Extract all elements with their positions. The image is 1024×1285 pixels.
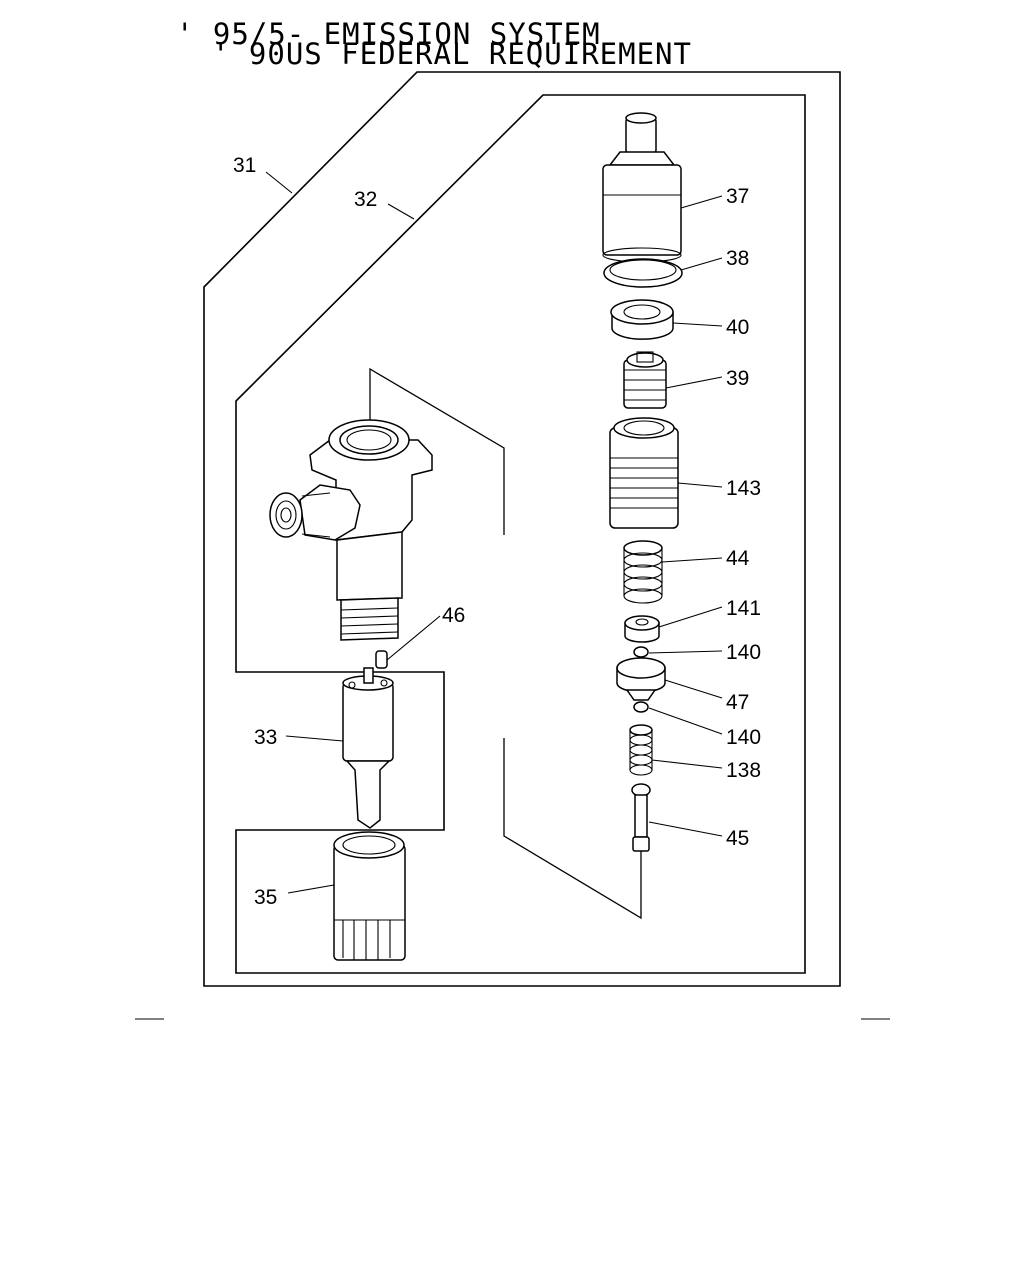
part-140-upper-ball bbox=[633, 646, 649, 658]
callout-39: 39 bbox=[726, 367, 749, 390]
callout-31: 31 bbox=[233, 154, 256, 177]
part-40-ring bbox=[610, 299, 674, 340]
callout-46: 46 bbox=[442, 604, 465, 627]
nozzle-holder-body bbox=[269, 419, 433, 641]
part-46-pin bbox=[375, 650, 388, 669]
part-45-push-rod bbox=[631, 783, 651, 852]
callout-44: 44 bbox=[726, 547, 750, 570]
callout-33: 33 bbox=[254, 726, 277, 749]
title-line-1: ' 95/5- EMISSION SYSTEM bbox=[176, 17, 601, 51]
callout-35: 35 bbox=[254, 886, 277, 909]
assembly-path-line-lower bbox=[503, 738, 642, 920]
callout-47: 47 bbox=[726, 691, 749, 714]
callout-32: 32 bbox=[354, 188, 377, 211]
part-140-lower-ball bbox=[633, 701, 649, 713]
part-37-cap-nut bbox=[602, 112, 682, 263]
callout-38: 38 bbox=[726, 247, 749, 270]
title-line-2: ' 90US FEDERAL REQUIREMENT bbox=[212, 37, 692, 71]
part-143-spring-retainer bbox=[609, 417, 679, 529]
callout-40: 40 bbox=[726, 316, 749, 339]
assembly-31-frame bbox=[203, 71, 841, 987]
part-35-retaining-nut bbox=[333, 831, 406, 961]
part-33-nozzle bbox=[342, 667, 394, 829]
leader-lines bbox=[265, 171, 723, 894]
assembly-path-line bbox=[369, 367, 505, 535]
part-44-spring bbox=[623, 540, 663, 604]
callout-141: 141 bbox=[726, 597, 761, 620]
callout-140-upper: 140 bbox=[726, 641, 761, 664]
callout-45: 45 bbox=[726, 827, 749, 850]
part-141-seat bbox=[624, 615, 660, 643]
part-39-adjuster bbox=[623, 351, 667, 409]
assembly-32-frame bbox=[235, 94, 806, 974]
part-138-spring bbox=[629, 724, 653, 776]
callout-140-lower: 140 bbox=[726, 726, 761, 749]
part-38-gasket bbox=[603, 258, 683, 288]
part-47-valve-body bbox=[616, 657, 666, 701]
callout-143: 143 bbox=[726, 477, 761, 500]
callout-138: 138 bbox=[726, 759, 761, 782]
callout-37: 37 bbox=[726, 185, 749, 208]
